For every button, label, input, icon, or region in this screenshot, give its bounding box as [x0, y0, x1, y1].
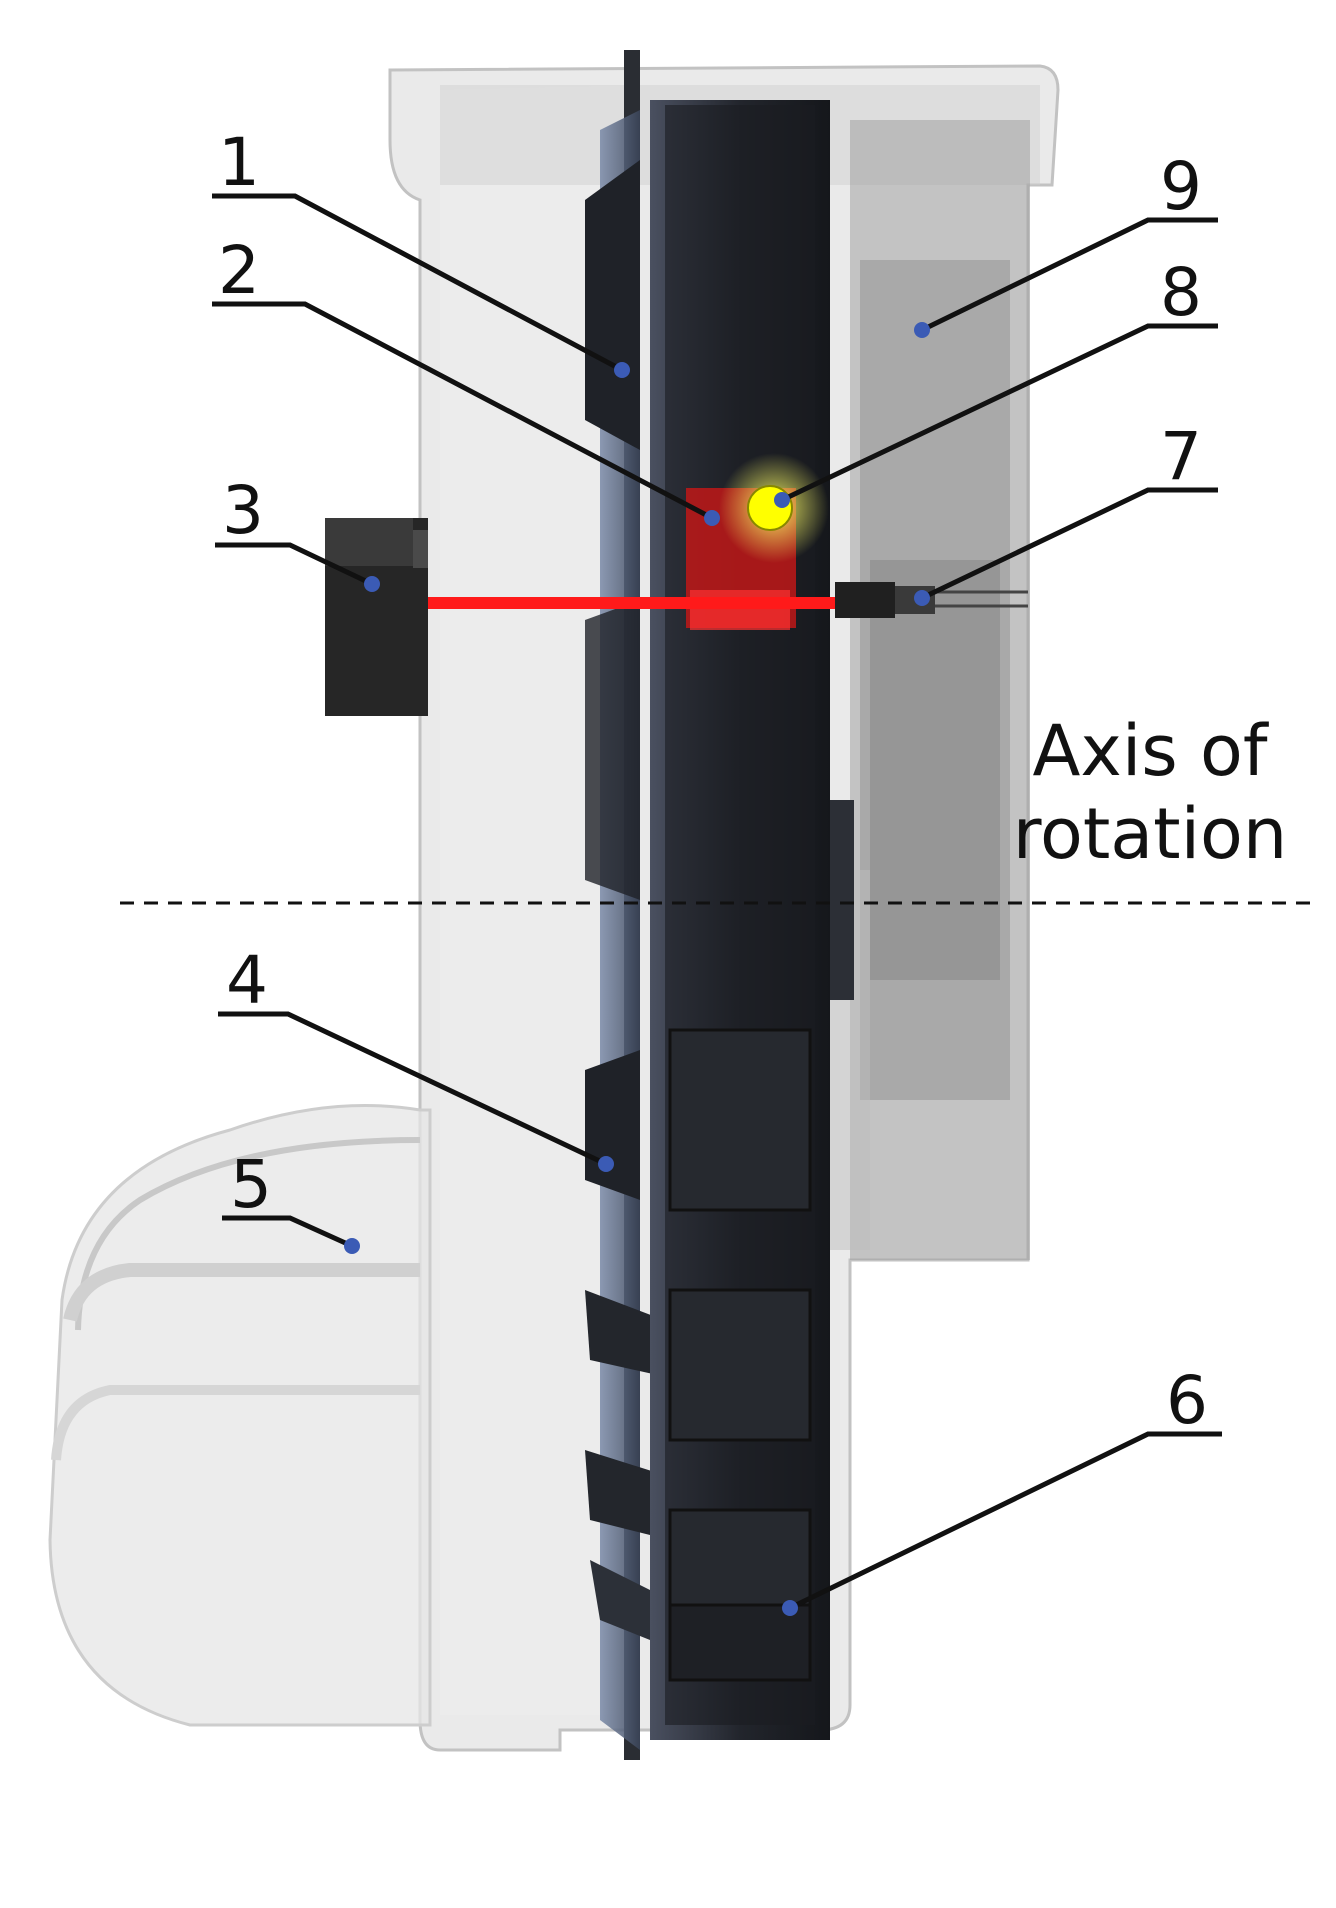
axis-label-line2: rotation: [1012, 792, 1288, 875]
leader-4: [218, 1011, 608, 1167]
leader-9: [920, 217, 1218, 333]
lens-cover: [48, 1104, 432, 1727]
callout-5: 5: [230, 1146, 272, 1223]
dot-1: [614, 362, 630, 378]
callout-9: 9: [1160, 148, 1202, 225]
led: [719, 453, 829, 563]
leader-7: [920, 487, 1218, 601]
dot-3: [364, 576, 380, 592]
axis-label-line1: Axis of: [1032, 710, 1268, 792]
leader-1: [212, 193, 624, 373]
callout-4: 4: [226, 942, 268, 1019]
dot-5: [344, 1238, 360, 1254]
callout-6: 6: [1166, 1362, 1208, 1439]
callout-7: 7: [1160, 418, 1202, 495]
callout-8: 8: [1160, 254, 1202, 331]
dot-9: [914, 322, 930, 338]
laser-emitter: [325, 518, 428, 716]
callout-2: 2: [218, 232, 260, 309]
laser-beam: [428, 597, 838, 609]
callout-1: 1: [218, 124, 260, 201]
leader-6: [788, 1431, 1222, 1611]
axis-label: Axis of rotation: [1000, 710, 1300, 875]
dot-8: [774, 492, 790, 508]
dot-2: [704, 510, 720, 526]
leader-5: [222, 1215, 354, 1249]
callout-3: 3: [222, 472, 264, 549]
leader-3: [215, 542, 374, 587]
dot-4: [598, 1156, 614, 1172]
rotor-disc: [585, 50, 690, 1760]
leader-2: [212, 301, 714, 521]
dot-7: [914, 590, 930, 606]
drum: [650, 100, 854, 1740]
leader-8: [780, 323, 1218, 503]
dot-6: [782, 1600, 798, 1616]
